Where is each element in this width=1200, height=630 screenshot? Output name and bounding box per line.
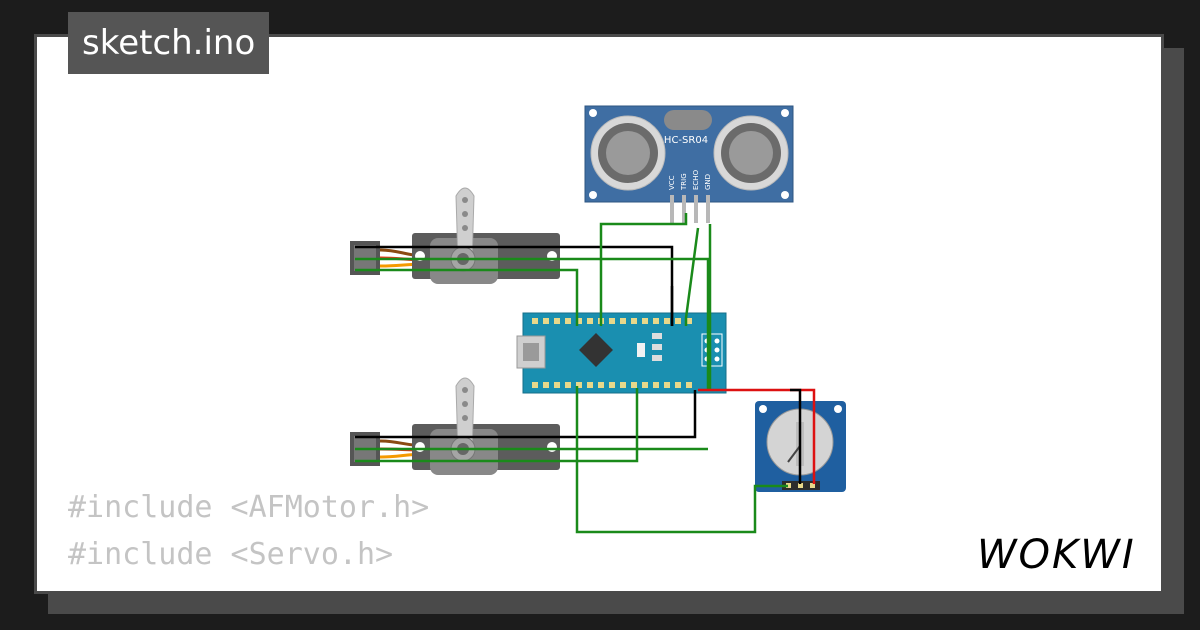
sensor-pin-vcc: VCC (668, 175, 676, 190)
sketch-tab[interactable]: sketch.ino (68, 12, 270, 74)
wokwi-logo-text: WOKWI (977, 532, 1136, 578)
sketch-filename: sketch.ino (82, 23, 256, 63)
sensor-pin-trig: TRIG (680, 173, 688, 191)
code-line-2: #include <Servo.h> (68, 537, 394, 572)
sensor-pin-echo: ECHO (692, 169, 700, 190)
sensor-pin-gnd: GND (704, 174, 712, 190)
sensor-label: HC-SR04 (664, 135, 708, 146)
arduino-nano-board[interactable] (516, 312, 727, 394)
wires (355, 213, 816, 534)
code-line-1: #include <AFMotor.h> (68, 490, 430, 525)
wokwi-logo: WOKWI (977, 532, 1136, 578)
ultrasonic-sensor[interactable]: HC-SR04 VCC TRIG ECHO GND (584, 105, 794, 223)
